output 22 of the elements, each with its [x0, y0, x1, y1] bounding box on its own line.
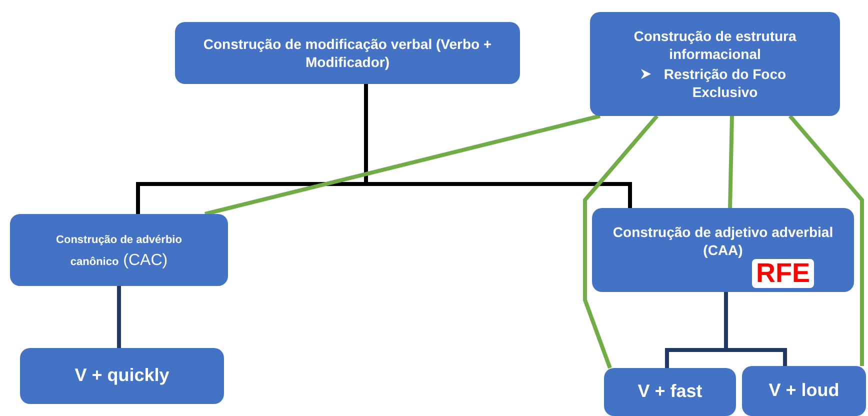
connector-line [583, 114, 659, 369]
box-text: V + fast [638, 380, 702, 404]
rounded-box [590, 12, 840, 116]
box-text: Restrição do Foco Exclusivo [662, 64, 788, 101]
box-text: Construção de adjetivo adverbial (CAA) [612, 222, 834, 260]
rounded-box [742, 366, 866, 416]
box-text: Construção de estrutura informacional [632, 27, 798, 64]
box-text: V + loud [768, 379, 840, 402]
connector-line [788, 114, 864, 366]
rounded-box [604, 368, 736, 416]
connector-line [728, 116, 734, 208]
box-text: Construção de modificação verbal (Verbo + Modificador) [202, 34, 493, 72]
rounded-box [20, 348, 224, 404]
box-text: V + quickly [74, 364, 170, 388]
connector-line [204, 114, 600, 216]
connector-line [364, 84, 632, 208]
annotation-text: RFE [752, 259, 814, 288]
box-text: Construção de advérbio canônico (CAC) [55, 233, 183, 271]
rounded-box [10, 214, 228, 286]
rounded-box [175, 22, 520, 84]
connector-line [117, 286, 121, 348]
rounded-box [592, 208, 854, 292]
